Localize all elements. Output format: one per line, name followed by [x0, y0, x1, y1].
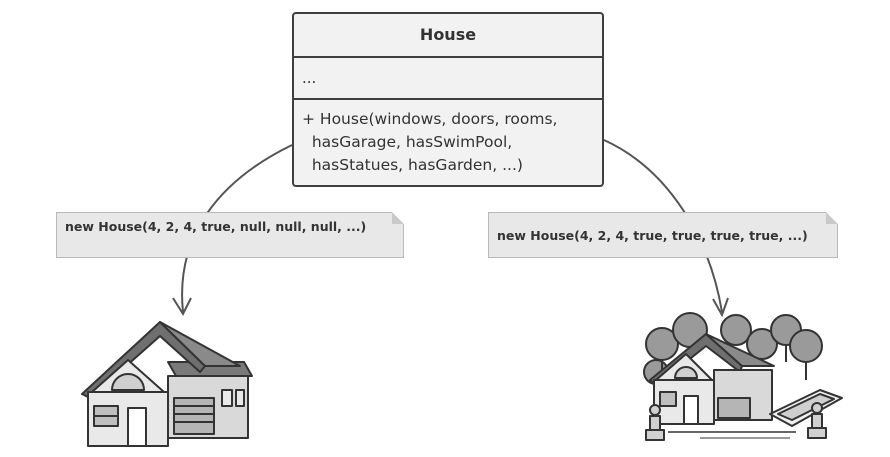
constructor-line-3: hasStatues, hasGarden, ...) — [302, 156, 523, 174]
house-with-garage-icon — [81, 321, 253, 447]
uml-class-methods: + House(windows, doors, rooms, hasGarage… — [294, 98, 602, 185]
uml-class-fields: ... — [294, 56, 602, 98]
constructor-line-2: hasGarage, hasSwimPool, — [302, 133, 513, 151]
house-with-garden-pool-statues-icon — [643, 312, 843, 441]
uml-class-name: House — [419, 25, 477, 44]
constructor-line-1: + House(windows, doors, rooms, — [302, 110, 558, 128]
note-left-call: new House(4, 2, 4, true, null, null, nul… — [56, 212, 404, 258]
note-right-call: new House(4, 2, 4, true, true, true, tru… — [488, 212, 838, 258]
connector-right — [603, 139, 729, 318]
uml-class-house: House ... + House(windows, doors, rooms,… — [292, 12, 604, 187]
